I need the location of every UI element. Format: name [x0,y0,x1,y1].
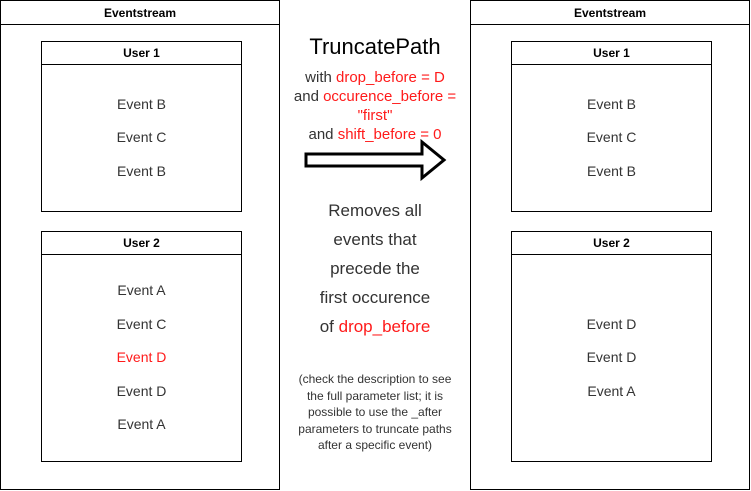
operation-note: (check the description to see the full p… [298,372,452,452]
event-item: Event C [586,129,637,145]
description-line: first occurence [319,288,431,307]
param-prefix: and [293,88,324,105]
event-item: Event A [117,282,166,298]
user-1-box-before: User 1 Event B Event C Event B [41,41,242,212]
event-item: Event D [116,383,167,399]
param-shift-before: shift_before = 0 [337,126,442,143]
description-prefix: of [319,317,339,336]
param-drop-before: drop_before = D [336,69,445,86]
event-item: Event B [116,163,167,179]
user-1-title-before: User 1 [42,42,241,65]
user-1-box-after: User 1 Event B Event C Event B [511,41,712,212]
user-2-title-before: User 2 [42,232,241,255]
event-item: Event D [586,316,637,332]
description-line: precede the [330,259,420,278]
param-prefix: and [308,126,338,143]
event-item-highlighted: Event D [116,349,167,365]
user-2-title-after: User 2 [512,232,711,255]
operation-description: Removes all events that precede the firs… [290,196,460,341]
event-item: Event D [586,349,637,365]
param-line-drop-before: with drop_before = D [280,68,470,87]
eventstream-before-title: Eventstream [1,1,279,25]
param-line-shift-before: and shift_before = 0 [280,125,470,144]
event-item: Event A [587,383,636,399]
operation-title: TruncatePath [309,34,441,59]
event-item: Event B [586,96,637,112]
event-item: Event B [586,163,637,179]
param-prefix: with [305,69,336,86]
event-item: Event C [116,129,167,145]
description-param: drop_before [338,317,431,336]
user-2-box-before: User 2 Event A Event C Event D Event D E… [41,231,242,462]
operation-parameters: with drop_before = D and occurence_befor… [280,68,470,144]
eventstream-before: Eventstream User 1 Event B Event C Event… [0,0,280,490]
event-item: Event A [117,416,166,432]
param-occurence-before: occurence_before = "first" [323,88,457,124]
description-line: Removes all [328,201,422,220]
description-line-last: of drop_before [290,312,460,341]
description-line: events that [333,230,417,249]
event-item: Event C [116,316,167,332]
event-item: Event B [116,96,167,112]
user-1-title-after: User 1 [512,42,711,65]
eventstream-after-title: Eventstream [471,1,749,25]
right-arrow-icon [304,138,447,182]
user-2-box-after: User 2 Event D Event D Event A [511,231,712,462]
eventstream-after: Eventstream User 1 Event B Event C Event… [470,0,750,490]
param-line-occurence-before: and occurence_before = "first" [280,87,470,125]
